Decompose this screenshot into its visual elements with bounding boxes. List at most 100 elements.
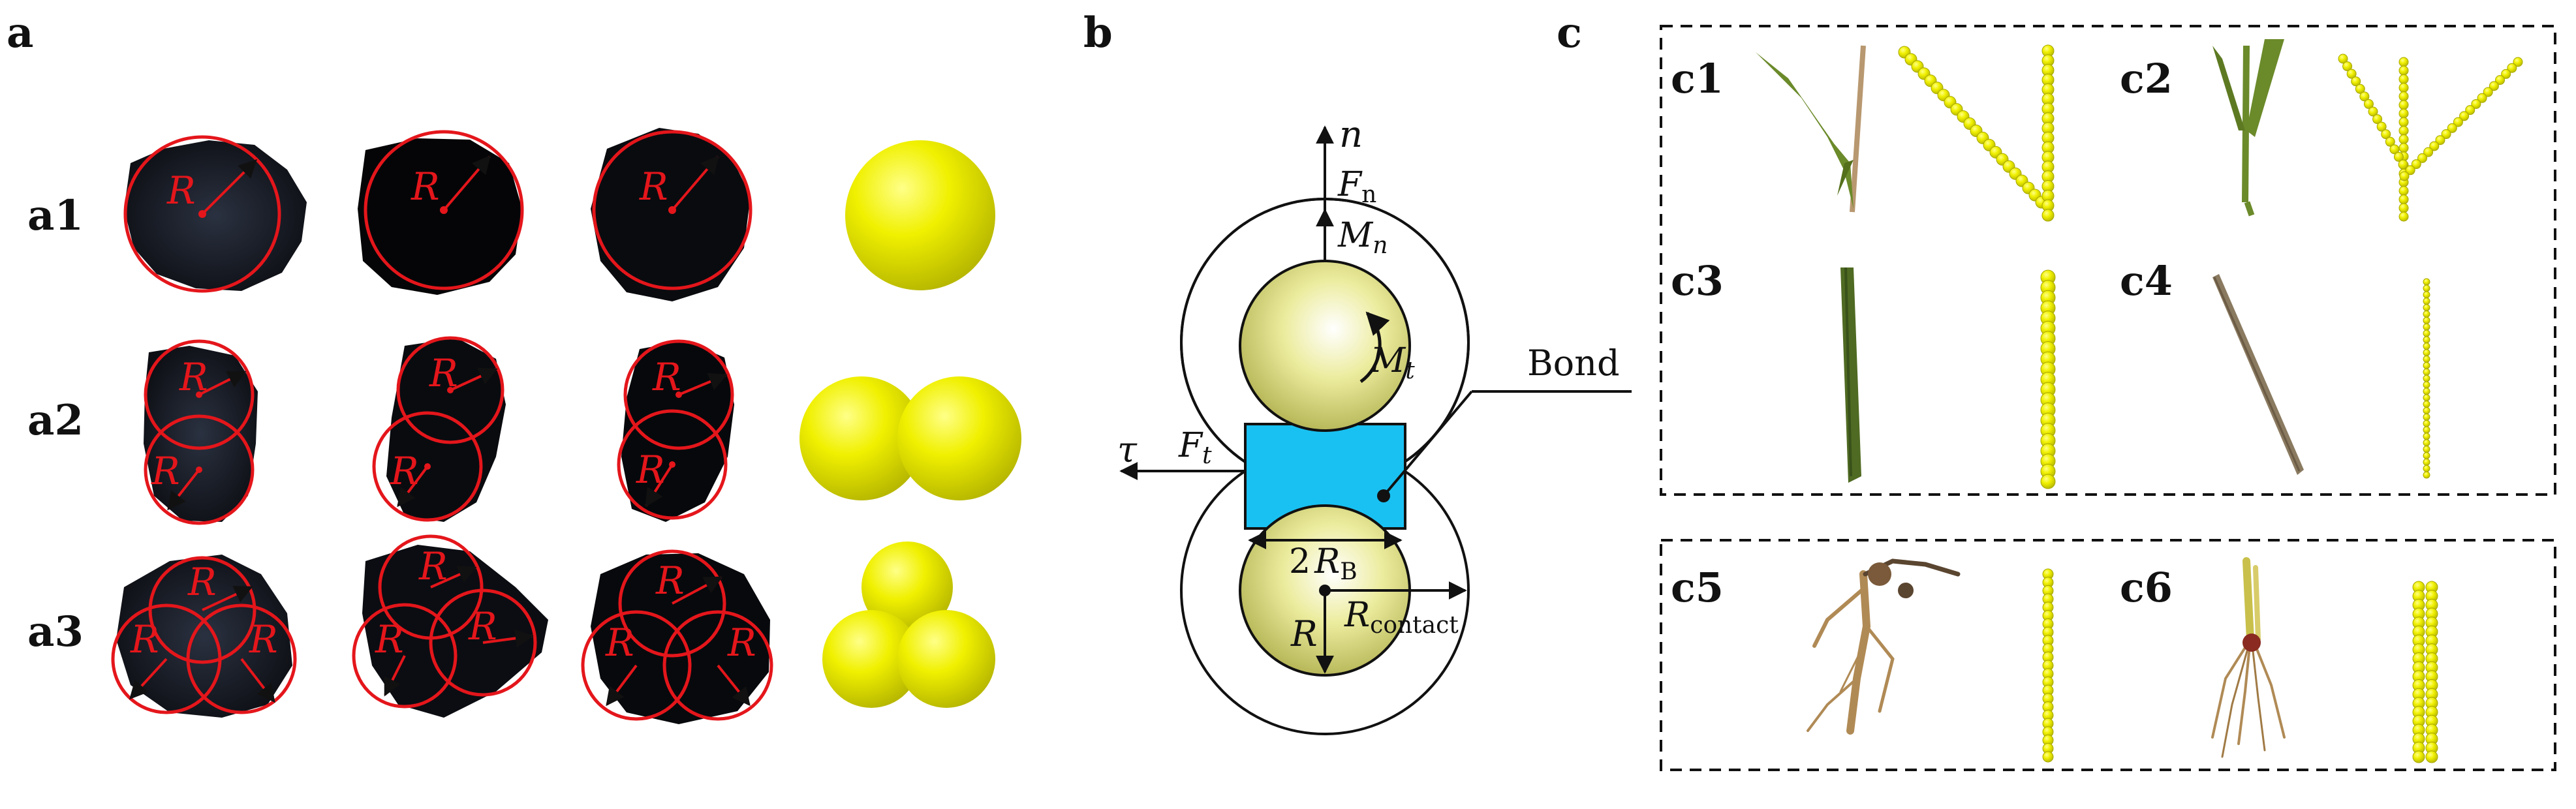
radius-label: R — [727, 620, 756, 665]
particle-sphere — [2398, 74, 2409, 84]
particle-sphere — [2507, 63, 2517, 73]
particle-sphere — [2459, 111, 2470, 121]
particle-sphere — [2423, 400, 2430, 408]
particle-sphere — [2368, 106, 2378, 117]
particle-sphere — [2398, 203, 2409, 213]
bond-label: Bond — [1527, 343, 1620, 384]
particle-sphere — [2338, 53, 2348, 64]
particle-sphere — [2423, 316, 2430, 324]
particle-sphere — [2041, 209, 2055, 222]
particle-sphere — [2423, 471, 2430, 479]
particle-sphere — [2423, 374, 2430, 382]
two-label: 2 — [1289, 542, 1311, 581]
row-label-a2: a2 — [27, 396, 84, 445]
particle-sphere — [2423, 406, 2430, 414]
a2-sample-1: R R — [144, 339, 258, 525]
mn-label: M — [1337, 216, 1374, 255]
fn-subscript: n — [1361, 181, 1376, 208]
particle-sphere — [2411, 159, 2421, 170]
particle-sphere — [2483, 87, 2493, 97]
particle-sphere — [2398, 125, 2409, 136]
particle-sphere — [2372, 114, 2383, 125]
particle-sphere — [2405, 165, 2415, 176]
c2-plant-photo — [2212, 39, 2284, 217]
radius-label: R — [130, 617, 159, 662]
particle-sphere — [2398, 57, 2409, 67]
c6-label: c6 — [2120, 564, 2173, 611]
particle-sphere — [2423, 458, 2430, 466]
rb-subscript: B — [1340, 558, 1357, 585]
a1-particle-model — [845, 140, 995, 290]
particle-sphere — [2423, 343, 2430, 350]
particle-sphere — [2489, 81, 2499, 91]
particle-sphere — [2423, 388, 2430, 395]
particle-sphere — [2398, 134, 2409, 144]
a2-sample-2: R R — [372, 336, 506, 522]
fn-label: F — [1337, 165, 1363, 204]
svg-text:Mt: Mt — [1370, 341, 1415, 384]
particle-sphere — [2398, 83, 2409, 93]
particle-sphere — [2423, 355, 2430, 363]
radius-label: R — [605, 620, 634, 665]
particle-sphere — [2346, 69, 2357, 79]
radius-label: R — [655, 558, 685, 603]
radius-label: R — [429, 351, 458, 395]
particle-sphere — [2040, 474, 2056, 489]
mt-label: M — [1370, 341, 1406, 380]
c1-label: c1 — [1671, 55, 1724, 102]
radius-label: R — [652, 355, 681, 399]
c5-root-photo — [1807, 558, 1961, 735]
particle-sphere — [2423, 426, 2430, 434]
c1-plant-photo — [1756, 45, 1866, 213]
c5-label: c5 — [1671, 564, 1724, 611]
ft-subscript: t — [1202, 442, 1212, 469]
particle-sphere — [2423, 433, 2430, 440]
c2-label: c2 — [2120, 55, 2173, 102]
c3-plant-photo — [1840, 267, 1861, 483]
tau-label: τ — [1117, 429, 1138, 470]
c5-c6-frame — [1660, 539, 2556, 771]
a3-sample-3: R R R — [581, 549, 773, 724]
particle-sphere — [2398, 91, 2409, 102]
particle-sphere — [2423, 336, 2430, 344]
svg-text:Mn: Mn — [1337, 216, 1388, 259]
particle-sphere — [2471, 99, 2481, 109]
particle-sphere — [2398, 117, 2409, 127]
particle-sphere — [2399, 171, 2410, 181]
svg-text:Ft: Ft — [1178, 426, 1212, 469]
radius-label: R — [375, 617, 404, 662]
particle-sphere — [2423, 147, 2434, 157]
a3-sample-2: R R R — [352, 534, 548, 718]
radius-R-label: R — [1290, 613, 1318, 654]
particle-sphere — [2423, 349, 2430, 357]
particle-sphere — [2359, 91, 2370, 102]
svg-text:2RB: 2RB — [1289, 542, 1358, 585]
a3-sample-1: R R R — [111, 555, 297, 718]
particle-sphere — [2355, 84, 2365, 94]
radius-label: R — [179, 355, 208, 399]
radius-label: R — [411, 164, 440, 209]
particle-sphere — [2423, 361, 2430, 369]
a2-particle-model — [799, 376, 1021, 500]
a3-particle-model — [822, 542, 995, 708]
particle-sphere — [2351, 76, 2361, 87]
particle-sphere — [2423, 310, 2430, 318]
radius-label: R — [151, 449, 180, 493]
particle-sphere — [2423, 446, 2430, 453]
particle-sphere — [2465, 105, 2475, 115]
c6-root-photo — [2211, 557, 2286, 758]
particle-sphere — [2398, 100, 2409, 110]
particle-sphere — [2453, 117, 2463, 127]
svg-text:Rcontact: Rcontact — [1344, 596, 1459, 639]
particle-sphere — [2042, 751, 2054, 763]
particle-sphere — [2398, 194, 2409, 205]
particle-sphere — [2423, 465, 2430, 472]
c4-label: c4 — [2120, 257, 2173, 305]
particle-sphere — [2398, 211, 2409, 222]
particle-sphere — [2363, 99, 2374, 109]
particle-sphere — [2501, 69, 2511, 79]
rcontact-label: R — [1344, 596, 1370, 635]
